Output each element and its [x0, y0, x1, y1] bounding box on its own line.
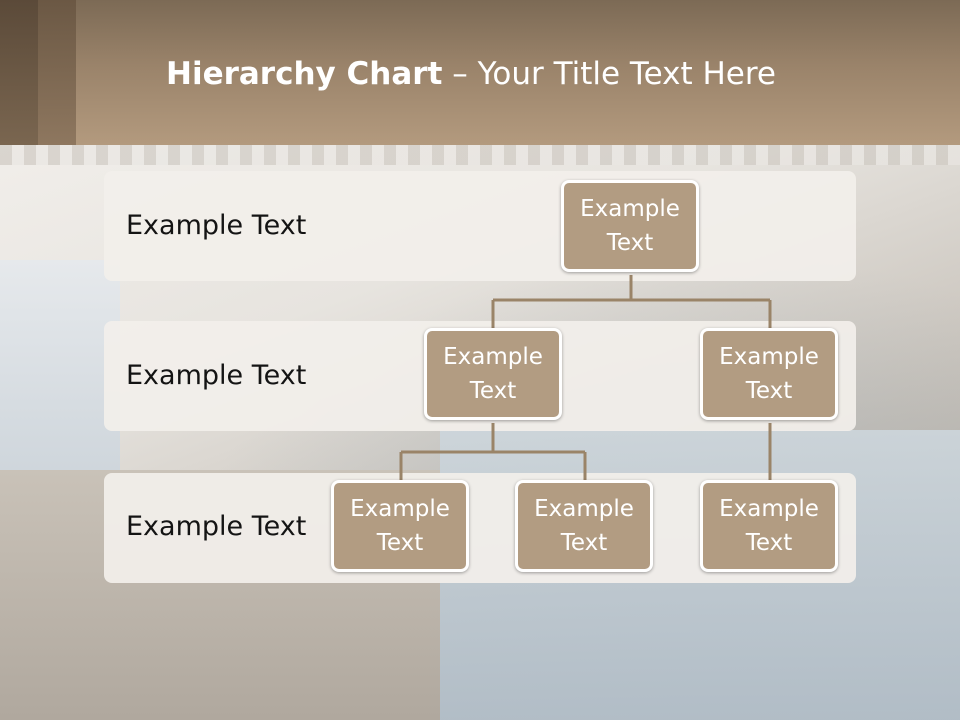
node-text-line: Text: [376, 530, 424, 556]
title-bar: Hierarchy Chart – Your Title Text Here: [0, 0, 960, 145]
header-stripe: [38, 0, 76, 145]
background-weir: [0, 145, 960, 165]
node-text-line: Text: [560, 530, 608, 556]
node-text-line: Example: [719, 344, 819, 370]
node-text-line: Example: [580, 196, 680, 222]
node-text-line: Example: [350, 496, 450, 522]
slide-title-bold: Hierarchy Chart: [166, 56, 443, 92]
header-stripe: [0, 0, 38, 145]
slide-title-rest: – Your Title Text Here: [442, 56, 776, 92]
node-text-line: Text: [606, 230, 654, 256]
node-text-line: Example: [719, 496, 819, 522]
node-text-line: Example: [534, 496, 634, 522]
node-text-line: Text: [745, 530, 793, 556]
node-text-line: Text: [469, 378, 517, 404]
connector-left-children: [399, 423, 587, 481]
row-label-2: Example Text: [126, 360, 307, 391]
slide-title: Hierarchy Chart – Your Title Text Here: [166, 56, 776, 92]
node-text-line: Example: [443, 344, 543, 370]
row-label-3: Example Text: [126, 511, 307, 542]
row-band-1: [104, 171, 856, 281]
background-water-channel: [0, 260, 120, 470]
connector-root-children: [491, 275, 772, 329]
row-label-1: Example Text: [126, 210, 307, 241]
node-text-line: Text: [745, 378, 793, 404]
